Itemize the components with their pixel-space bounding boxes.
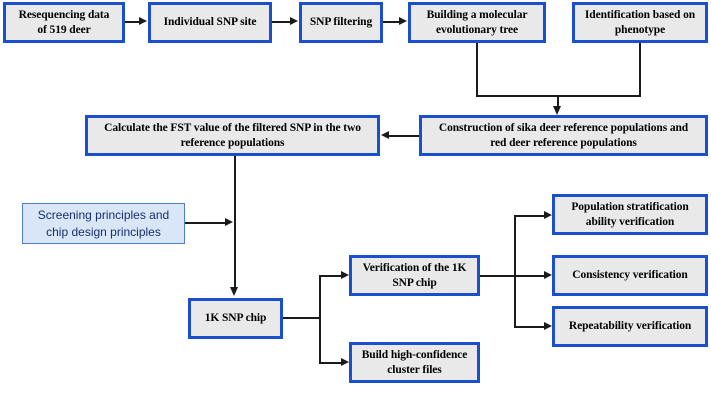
arrowhead-reference-pops [553,106,561,115]
node-label: 1K SNP chip [204,312,267,325]
node-reference-populations[interactable]: Construction of sika deer reference popu… [419,115,708,156]
node-label: Identification based on phenotype [584,9,696,36]
node-screening-principles[interactable]: Screening principles and chip design pri… [22,203,185,244]
connector-filtering-to-tree [383,21,401,23]
node-label: Verification of the 1K SNP chip [362,262,467,289]
connector-fst-down [234,156,236,288]
connector-verification-trunk [514,215,516,328]
node-population-stratification[interactable]: Population stratification ability verifi… [552,194,708,235]
node-label: Calculate the FST value of the filtered … [104,122,361,149]
arrowhead-chip [230,287,238,296]
connector-verification-out [480,275,516,277]
connector-merge-down [557,95,559,111]
node-label: SNP filtering [309,16,373,29]
node-label: Consistency verification [572,269,688,282]
arrowhead-snpsite [139,17,147,25]
connector-resequencing-to-snpsite [125,21,141,23]
node-label: Individual SNP site [163,16,257,29]
arrowhead-tree [399,17,407,25]
node-label: Repeatability verification [568,320,692,333]
connector-snpsite-to-filtering [272,21,291,23]
node-resequencing[interactable]: Resequencing data of 519 deer [3,2,125,43]
node-snp-filtering[interactable]: SNP filtering [299,2,383,43]
connector-to-consistency [514,275,546,277]
node-consistency-verification[interactable]: Consistency verification [552,255,708,296]
arrowhead-verification [341,271,349,279]
connector-principles-to-trunk [185,222,227,224]
node-label: Population stratification ability verifi… [571,201,689,228]
node-chip-verification[interactable]: Verification of the 1K SNP chip [349,255,480,296]
node-cluster-files[interactable]: Build high-confidence cluster files [349,342,480,383]
connector-refpops-to-fst [389,135,419,137]
node-label: Screening principles and chip design pri… [37,208,170,239]
connector-tree-down [476,43,478,97]
node-label: Resequencing data of 519 deer [18,9,110,36]
connector-to-stratification [514,215,546,217]
node-fst-calculation[interactable]: Calculate the FST value of the filtered … [85,115,380,156]
connector-chip-to-verification [319,275,343,277]
arrowhead-cluster-files [341,358,349,366]
connector-chip-out [283,317,321,319]
node-label: Building a molecular evolutionary tree [426,9,528,36]
node-1k-snp-chip[interactable]: 1K SNP chip [188,298,283,339]
connector-chip-split-trunk [319,275,321,364]
arrowhead-consistency [544,271,552,279]
node-label: Construction of sika deer reference popu… [438,122,689,149]
arrowhead-stratification [544,211,552,219]
node-molecular-tree[interactable]: Building a molecular evolutionary tree [408,2,546,43]
arrowhead-principles [225,218,233,226]
arrowhead-repeatability [544,322,552,330]
arrowhead-filtering [290,17,298,25]
node-label: Build high-confidence cluster files [361,349,468,376]
arrowhead-fst [381,131,389,139]
node-individual-snp-site[interactable]: Individual SNP site [148,2,272,43]
connector-to-repeatability [514,326,546,328]
connector-phenotype-down [639,43,641,97]
node-repeatability-verification[interactable]: Repeatability verification [552,306,708,347]
node-phenotype-identification[interactable]: Identification based on phenotype [572,2,708,43]
connector-chip-to-cluster [319,362,343,364]
